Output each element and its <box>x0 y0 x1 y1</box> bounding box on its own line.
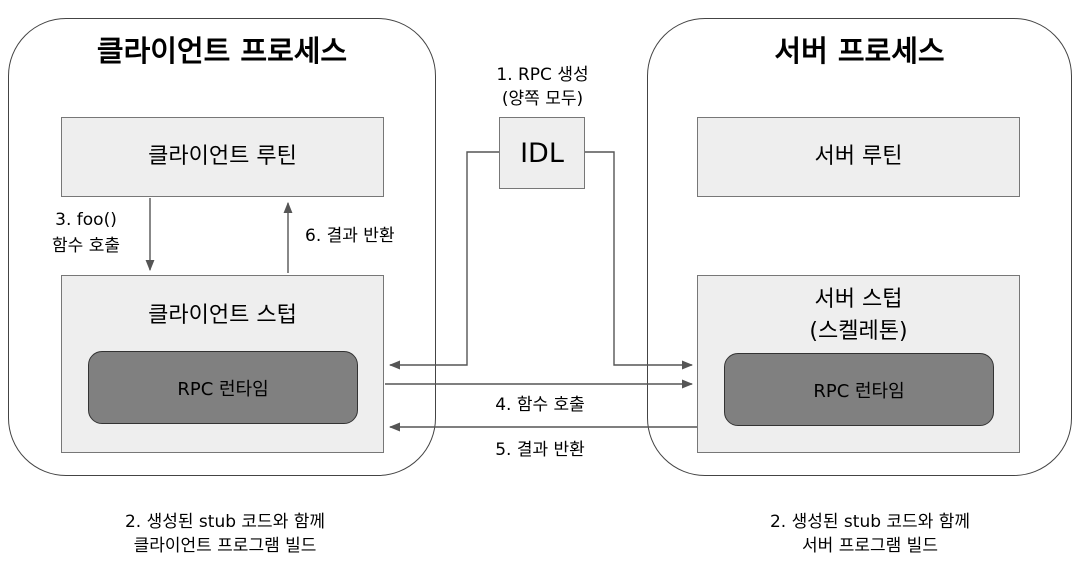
client-call-label: 3. foo() 함수 호출 <box>30 207 142 259</box>
server-process-title: 서버 프로세스 <box>774 34 945 68</box>
client-runtime-label: RPC 런타임 <box>177 378 269 400</box>
server-rpc-runtime: RPC 런타임 <box>724 353 994 426</box>
server-build-line1: 2. 생성된 stub 코드와 함께 <box>769 512 971 532</box>
client-call-label-line2: 함수 호출 <box>52 236 120 256</box>
call-message-label: 4. 함수 호출 <box>495 395 585 415</box>
idl-caption: 1. RPC 생성 (양쪽 모두) <box>470 63 615 111</box>
client-process-title: 클라이언트 프로세스 <box>96 34 348 68</box>
server-stub-label-line2: (스켈레톤) <box>809 319 908 344</box>
server-routine: 서버 루틴 <box>697 117 1020 197</box>
client-rpc-runtime: RPC 런타임 <box>88 351 358 424</box>
client-routine-label: 클라이언트 루틴 <box>148 144 297 169</box>
idl-caption-line2: (양쪽 모두) <box>501 89 584 109</box>
client-routine: 클라이언트 루틴 <box>61 117 384 197</box>
client-build-line1: 2. 생성된 stub 코드와 함께 <box>124 512 326 532</box>
client-call-label-line1: 3. foo() <box>55 210 117 230</box>
server-build-line2: 서버 프로그램 빌드 <box>802 536 938 556</box>
idl-caption-line1: 1. RPC 생성 <box>496 65 589 85</box>
client-build-line2: 클라이언트 프로그램 빌드 <box>133 536 317 556</box>
client-stub-label: 클라이언트 스텁 <box>148 303 297 328</box>
arrow-idl-to-server <box>585 151 694 370</box>
server-routine-label: 서버 루틴 <box>814 144 903 169</box>
return-message-label: 5. 결과 반환 <box>495 440 585 460</box>
idl-label: IDL <box>520 137 564 169</box>
server-stub-label: 서버 스텁 (스켈레톤) <box>697 284 1020 348</box>
client-return-label: 6. 결과 반환 <box>305 226 395 246</box>
server-stub-label-line1: 서버 스텁 <box>814 287 903 312</box>
arrow-idl-to-client <box>388 151 499 370</box>
server-runtime-label: RPC 런타임 <box>813 380 905 402</box>
idl-box: IDL <box>499 117 585 189</box>
server-build-caption: 2. 생성된 stub 코드와 함께 서버 프로그램 빌드 <box>700 510 1040 558</box>
client-build-caption: 2. 생성된 stub 코드와 함께 클라이언트 프로그램 빌드 <box>55 510 395 558</box>
